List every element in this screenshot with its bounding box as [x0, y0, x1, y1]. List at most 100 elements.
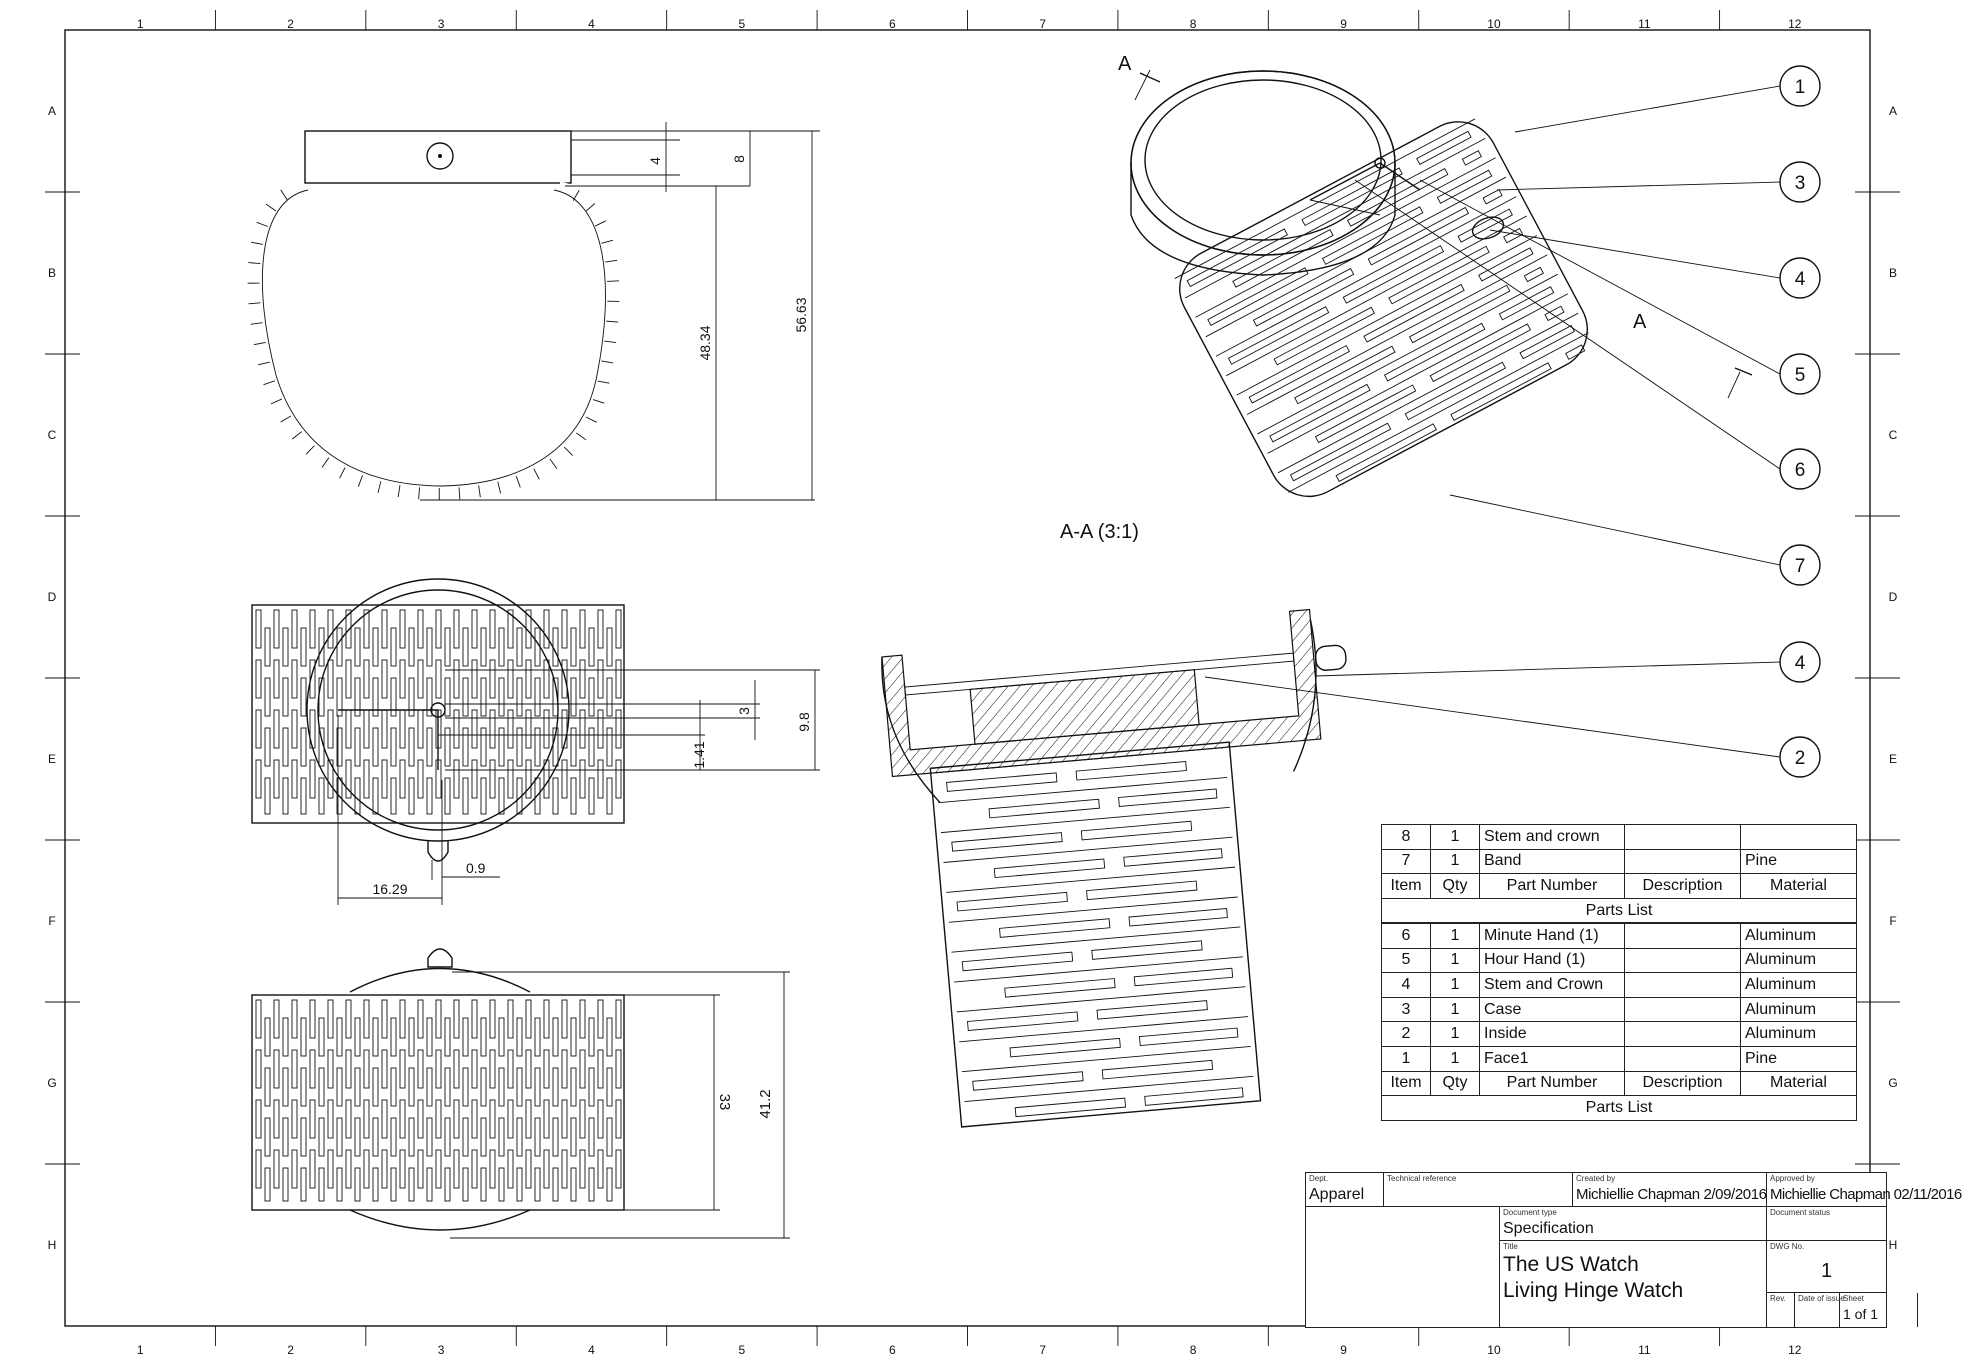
row-label: E [1889, 752, 1897, 766]
col-label: 4 [588, 1343, 595, 1357]
dim-8: 8 [731, 155, 747, 163]
tb-sheet: Sheet 1 of 1 [1839, 1293, 1886, 1327]
row-label: D [48, 590, 57, 604]
item-balloon [1779, 257, 1821, 299]
bottom-view: 33 41.2 [251, 948, 790, 1239]
row-label: E [48, 752, 56, 766]
col-label: 12 [1788, 17, 1802, 31]
parts-list-top: 8 1 Stem and crown 7 1 Band Pine Item Qt… [1381, 824, 1857, 924]
cell-description [1624, 848, 1741, 875]
item-balloon [1779, 65, 1821, 107]
cell-part-number: Face1 [1479, 1045, 1625, 1072]
balloon-number: 5 [1795, 365, 1806, 386]
cell-qty: 1 [1430, 923, 1480, 949]
col-label: 6 [889, 1343, 896, 1357]
cell-item: 1 [1381, 1045, 1431, 1072]
header-description: Description [1624, 873, 1741, 899]
cell-description [1624, 1021, 1741, 1047]
item-balloon [1779, 448, 1821, 490]
col-label: 3 [438, 1343, 445, 1357]
section-view [881, 608, 1347, 1128]
row-label: A [48, 104, 56, 118]
cell-item: 3 [1381, 996, 1431, 1023]
table-row: 8 1 Stem and crown [1381, 824, 1857, 850]
row-label: B [1889, 266, 1897, 280]
section-cut-label-top: A [1118, 53, 1132, 75]
col-label: 11 [1638, 17, 1651, 31]
section-band [929, 741, 1262, 1128]
crown-center [438, 154, 442, 158]
cell-part-number: Inside [1479, 1021, 1625, 1047]
dim-0-9: 0.9 [466, 860, 486, 876]
dim-4: 4 [647, 157, 663, 165]
header-material: Material [1740, 873, 1857, 899]
hand-pivot [430, 702, 446, 718]
iso-crown [1471, 216, 1505, 240]
section-cut-label-iso: A [1633, 311, 1647, 333]
header-description: Description [1624, 1070, 1741, 1097]
bottom-view-dimensions [450, 971, 790, 1239]
item-balloon [1779, 544, 1821, 586]
balloon-number: 6 [1795, 460, 1806, 481]
col-label: 10 [1487, 1343, 1501, 1357]
cell-description [1624, 996, 1741, 1023]
cell-material: Aluminum [1740, 923, 1857, 949]
item-balloon [1779, 161, 1821, 203]
cell-item: 5 [1381, 947, 1431, 974]
balloon-number: 2 [1795, 748, 1806, 769]
crown-circle [426, 142, 454, 170]
row-label: D [1889, 590, 1898, 604]
cell-part-number: Stem and Crown [1479, 972, 1625, 998]
cell-material: Pine [1740, 1045, 1857, 1072]
col-label: 11 [1638, 1343, 1651, 1357]
col-label: 4 [588, 17, 595, 31]
header-qty: Qty [1430, 1070, 1480, 1097]
tb-date: Date of issue [1795, 1293, 1918, 1327]
col-label: 7 [1039, 1343, 1046, 1357]
cell-material: Aluminum [1740, 996, 1857, 1023]
dim-9-8: 9.8 [796, 712, 812, 732]
cell-description [1624, 947, 1741, 974]
tb-dept: Dept. Apparel [1306, 1173, 1384, 1207]
col-label: 10 [1487, 17, 1501, 31]
col-label: 9 [1340, 1343, 1347, 1357]
iso-band [1174, 118, 1589, 498]
created-value: Michiellie Chapman 2/09/2016 [1576, 1186, 1767, 1203]
col-label: 5 [739, 1343, 746, 1357]
cell-qty: 1 [1430, 848, 1480, 875]
cell-qty: 1 [1430, 1045, 1480, 1072]
title-block: Dept. Apparel Technical reference Create… [1305, 1172, 1962, 1328]
band-hinge-segments [247, 189, 620, 500]
row-label: C [1889, 428, 1898, 442]
dim-1-41: 1.41 [691, 741, 707, 768]
table-caption: Parts List [1381, 897, 1857, 924]
band-inner-profile [261, 189, 606, 487]
table-caption: Parts List [1381, 1095, 1857, 1121]
cell-qty: 1 [1430, 972, 1480, 998]
top-view-dimensions [420, 122, 820, 501]
row-label: H [48, 1238, 57, 1252]
top-view: 4 8 48.34 56.63 [246, 122, 820, 502]
row-label: B [48, 266, 56, 280]
col-label: 7 [1039, 17, 1046, 31]
iso-minute-hand [1309, 162, 1381, 201]
title-line-2: Living Hinge Watch [1503, 1279, 1684, 1302]
tb-dwg: DWG No. 1 [1767, 1241, 1886, 1293]
cell-part-number: Stem and crown [1479, 824, 1625, 850]
crown-front [427, 841, 449, 862]
cell-material [1740, 824, 1857, 850]
section-view-title: A-A (3:1) [1060, 521, 1139, 543]
col-label: 8 [1190, 1343, 1197, 1357]
iso-case-outer [1130, 70, 1396, 256]
tb-created: Created by Michiellie Chapman 2/09/2016 [1573, 1173, 1767, 1207]
section-crown [1314, 644, 1347, 671]
tb-docstatus: Document status [1767, 1207, 1886, 1241]
